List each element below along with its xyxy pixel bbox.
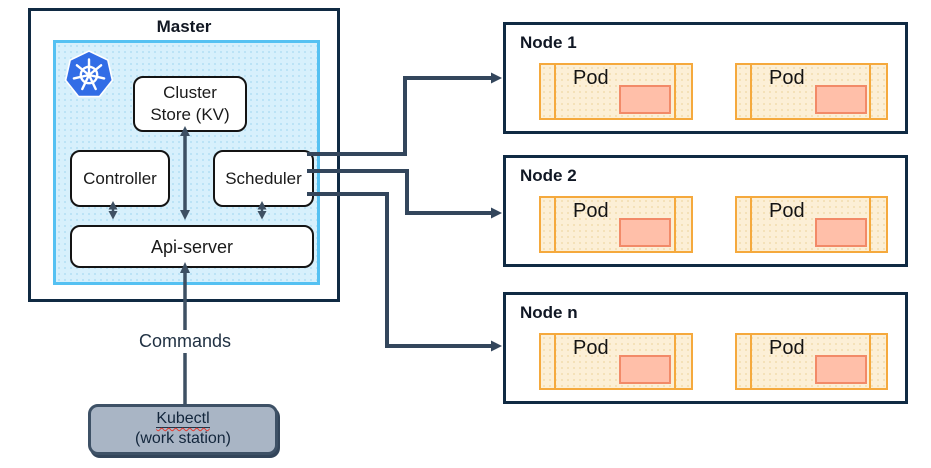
pod-label: Pod	[573, 337, 609, 359]
pod-box: Pod	[735, 333, 888, 390]
cluster-store-box: Cluster Store (KV)	[133, 76, 247, 132]
node-1-box: Node 1 Pod Pod	[503, 22, 908, 134]
kubectl-workstation-box: Kubectl (work station)	[88, 404, 278, 455]
pod-stripe-right	[869, 335, 871, 388]
pod-box: Pod	[735, 196, 888, 253]
container-rect	[815, 85, 867, 114]
container-rect	[815, 218, 867, 247]
node-n-box: Node n Pod Pod	[503, 292, 908, 404]
pod-stripe-right	[674, 335, 676, 388]
pod-label: Pod	[573, 200, 609, 222]
cluster-store-label: Cluster Store (KV)	[150, 83, 230, 124]
controller-box: Controller	[70, 150, 170, 207]
controller-label: Controller	[83, 168, 157, 188]
pod-stripe-right	[869, 198, 871, 251]
pod-stripe-right	[869, 65, 871, 118]
pod-stripe-left	[554, 335, 556, 388]
kubectl-label: Kubectl	[156, 410, 210, 428]
pod-label: Pod	[769, 200, 805, 222]
kubernetes-icon	[64, 50, 114, 98]
pod-box: Pod	[735, 63, 888, 120]
container-rect	[619, 218, 671, 247]
pod-box: Pod	[539, 196, 693, 253]
pod-stripe-right	[674, 65, 676, 118]
pod-stripe-left	[750, 65, 752, 118]
commands-label: Commands	[115, 330, 255, 353]
master-inner-panel: Cluster Store (KV) Controller Scheduler …	[53, 40, 320, 285]
container-rect	[619, 85, 671, 114]
pod-stripe-left	[750, 335, 752, 388]
master-box: Master Cluster Store	[28, 8, 340, 302]
workstation-label: (work station)	[134, 430, 232, 447]
pod-stripe-right	[674, 198, 676, 251]
api-server-box: Api-server	[70, 225, 314, 268]
pod-box: Pod	[539, 63, 693, 120]
node-2-box: Node 2 Pod Pod	[503, 155, 908, 267]
container-rect	[815, 355, 867, 384]
pod-label: Pod	[769, 337, 805, 359]
api-server-label: Api-server	[150, 236, 234, 257]
pod-stripe-left	[750, 198, 752, 251]
node-1-title: Node 1	[520, 33, 577, 52]
scheduler-label: Scheduler	[225, 168, 302, 188]
pod-stripe-left	[554, 198, 556, 251]
pod-label: Pod	[769, 67, 805, 89]
scheduler-box: Scheduler	[213, 150, 314, 207]
pod-label: Pod	[573, 67, 609, 89]
master-title: Master	[156, 17, 212, 36]
node-n-title: Node n	[520, 303, 578, 322]
pod-box: Pod	[539, 333, 693, 390]
container-rect	[619, 355, 671, 384]
node-2-title: Node 2	[520, 166, 577, 185]
pod-stripe-left	[554, 65, 556, 118]
